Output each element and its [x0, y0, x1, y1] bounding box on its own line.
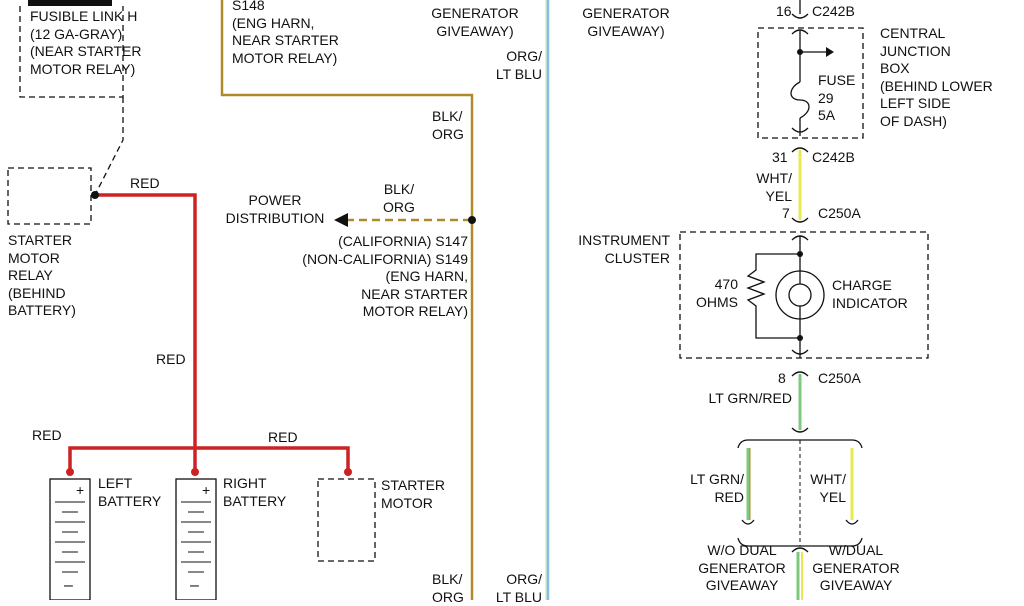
instrument-cluster-label: INSTRUMENT CLUSTER: [578, 232, 670, 266]
left-battery-label: LEFT BATTERY: [98, 475, 162, 509]
fusible-link-label: FUSIBLE LINK H (12 GA-GRAY) (NEAR STARTE…: [30, 8, 142, 77]
top-fuse-header-box: [28, 0, 112, 6]
c250a-bottom-connector: [791, 371, 809, 377]
c242b-top-connector: [791, 13, 809, 19]
c242b-bottom-socket-inner: [791, 127, 809, 133]
starter-motor-box: [317, 478, 376, 562]
battery-node-left: [66, 468, 74, 476]
right-battery-minus: –: [190, 577, 199, 594]
w-dual-label: W/DUAL GENERATOR GIVEAWAY: [812, 542, 900, 593]
blk-org-top-label: BLK/ ORG: [432, 108, 464, 142]
red-relay-label: RED: [130, 175, 160, 191]
red-right-label: RED: [268, 429, 298, 445]
c250a-bottom-label: C250A: [818, 370, 861, 386]
option-contact-right: [845, 519, 859, 525]
blk-org-bottom-label: BLK/ ORG: [432, 571, 464, 605]
c242b-bottom-connector: [791, 147, 809, 153]
red-wire-group: [68, 193, 350, 472]
c242b-bottom-label: C242B: [812, 149, 855, 165]
battery-node-right: [191, 468, 199, 476]
fuse-label: FUSE 29 5A: [818, 72, 856, 123]
blk-org-wire: [220, 0, 474, 600]
starter-motor-relay-box: [7, 167, 92, 225]
pin-8-label: 8: [778, 370, 786, 386]
power-distribution-arrow: [334, 213, 348, 227]
resistor-branch: [746, 253, 800, 339]
starter-motor-label: STARTER MOTOR: [381, 477, 446, 511]
red-left-label: RED: [32, 427, 62, 443]
power-distribution-label: POWER DISTRIBUTION: [225, 192, 325, 226]
generator-giveaway-right-label: GENERATOR GIVEAWAY): [582, 5, 670, 39]
lt-grn-red-lower-label: LT GRN/ RED: [690, 471, 744, 505]
fuse-symbol: [790, 81, 810, 119]
charge-indicator-filament: [788, 283, 812, 307]
pin-7-label: 7: [782, 205, 790, 221]
right-battery-label: RIGHT BATTERY: [223, 475, 287, 509]
generator-giveaway-left-label: GENERATOR GIVEAWAY): [431, 5, 519, 39]
instrument-cluster-box: [679, 231, 929, 359]
charge-indicator-label: CHARGE INDICATOR: [832, 277, 908, 311]
c250a-top-label: C250A: [818, 205, 861, 221]
relay-node: [91, 191, 99, 199]
red-vertical-label: RED: [156, 351, 186, 367]
left-battery-symbol: [49, 478, 91, 600]
splice-label: (CALIFORNIA) S147 (NON-CALIFORNIA) S149 …: [302, 233, 468, 319]
c242b-top-label: C242B: [812, 3, 855, 19]
option-contact-left: [741, 519, 755, 525]
red-wire-relay: [95, 193, 197, 472]
red-wire-left-battery: [68, 446, 195, 472]
lt-grn-red-upper-label: LT GRN/RED: [708, 390, 793, 406]
fusible-link-box: [19, 6, 124, 98]
cluster-node-bottom: [797, 335, 803, 341]
org-lt-blu-top-label: ORG/ LT BLU: [495, 48, 542, 82]
lower-connector-bottom: [791, 547, 809, 553]
wht-yel-lower-label: WHT/ YEL: [810, 471, 846, 505]
c250a-top-connector: [791, 217, 809, 223]
right-battery-plus: +: [202, 482, 210, 498]
central-junction-box: [757, 27, 864, 139]
starter-motor-relay-label: STARTER MOTOR RELAY (BEHIND BATTERY): [8, 232, 76, 318]
wo-dual-label: W/O DUAL GENERATOR GIVEAWAY: [698, 542, 786, 593]
lower-connector-top: [791, 427, 809, 433]
resistor-label: 470 OHMS: [696, 276, 738, 310]
starter-node: [344, 468, 352, 476]
left-battery-plus: +: [76, 482, 84, 498]
splice-node: [468, 216, 476, 224]
junction-node: [797, 49, 803, 55]
right-battery-symbol: [175, 478, 217, 600]
org-lt-blu-bottom-label: ORG/ LT BLU: [495, 571, 542, 605]
junction-feed-arrow: [826, 47, 834, 57]
pin-16-label: 16: [776, 3, 792, 19]
red-wire-starter: [195, 446, 350, 472]
relay-switch-arm: [94, 97, 124, 196]
central-junction-box-label: CENTRAL JUNCTION BOX (BEHIND LOWER LEFT …: [880, 25, 993, 129]
left-battery-minus: –: [64, 577, 73, 594]
wht-yel-upper-label: WHT/ YEL: [756, 170, 792, 204]
s148-label: S148 (ENG HARN, NEAR STARTER MOTOR RELAY…: [232, 0, 339, 66]
blk-org-mid-label: BLK/ ORG: [383, 181, 415, 215]
pin-31-label: 31: [772, 149, 788, 165]
c250a-bottom-socket: [791, 349, 809, 355]
